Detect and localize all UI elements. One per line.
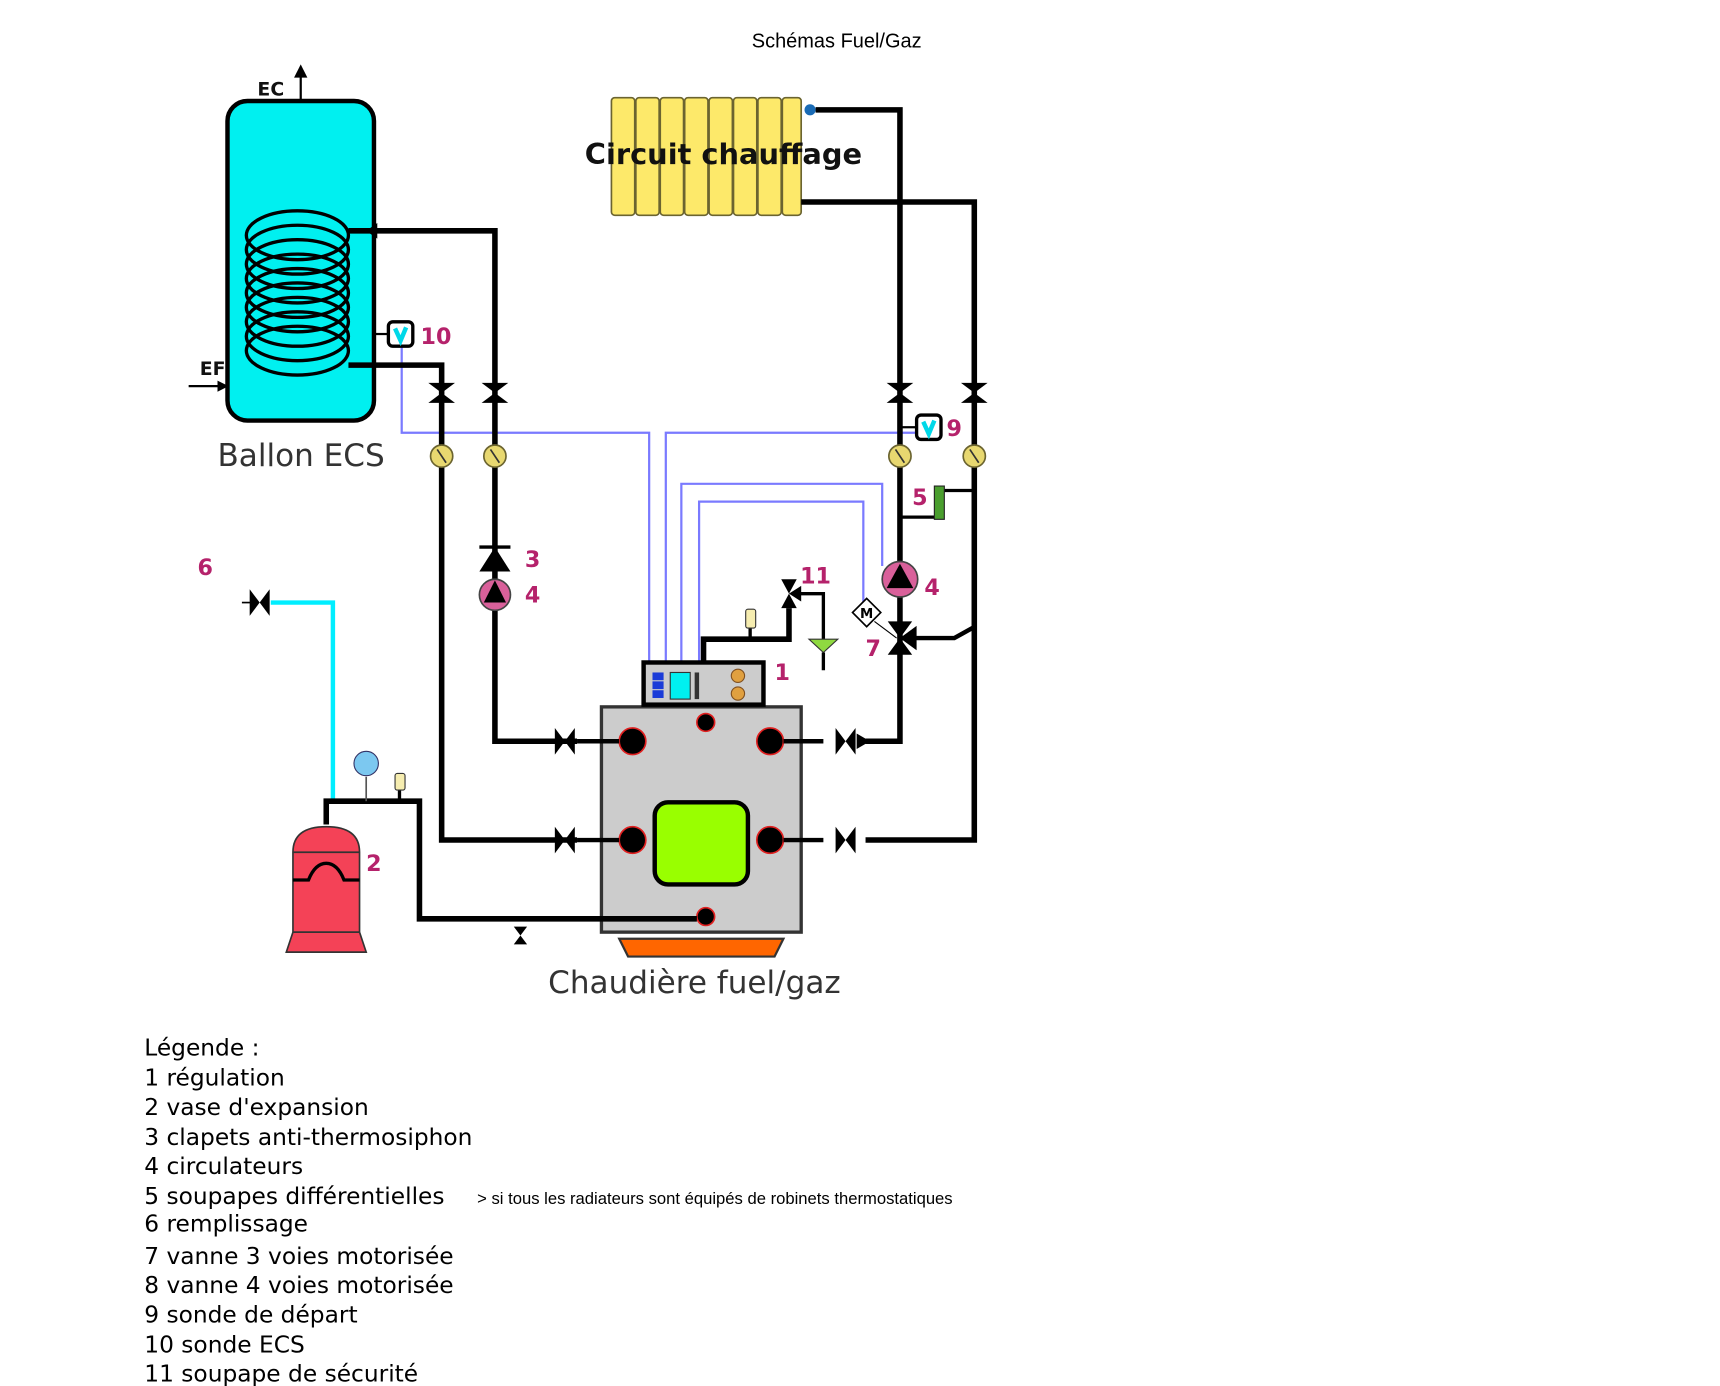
pump-icon <box>881 560 919 598</box>
legend-item: 2 vase d'expansion <box>144 1094 369 1121</box>
coil-icon <box>244 209 351 377</box>
legend-heading: Légende : <box>144 1034 259 1061</box>
ec-label: EC <box>257 78 284 100</box>
svg-text:M: M <box>860 607 873 622</box>
callout-11: 11 <box>800 564 831 590</box>
legend-note-5: > si tous les radiateurs sont équipés de… <box>477 1189 952 1208</box>
callout-3: 3 <box>525 547 540 573</box>
legend-item: 7 vanne 3 voies motorisée <box>144 1243 453 1270</box>
callout-9: 9 <box>947 416 962 442</box>
callout-5: 5 <box>912 485 927 511</box>
circuit-label: Circuit chauffage <box>585 137 862 171</box>
chaudiere-label: Chaudière fuel/gaz <box>548 965 841 1001</box>
regulation-panel: 1 <box>641 660 790 707</box>
radiator: Circuit chauffage <box>585 96 862 217</box>
ecs-pipes: 10 3 4 <box>348 223 578 843</box>
legend-item: 10 sonde ECS <box>144 1332 305 1359</box>
legend-item: 8 vanne 4 voies motorisée <box>144 1272 453 1299</box>
callout-7: 7 <box>866 636 881 662</box>
motor-icon: M <box>851 597 882 628</box>
three-way-valve-icon <box>887 621 976 655</box>
legend-item: 11 soupape de sécurité <box>144 1361 418 1386</box>
callout-2: 2 <box>366 851 381 877</box>
page-title: Schémas Fuel/Gaz <box>752 31 922 53</box>
legend-item: 9 sonde de départ <box>144 1302 357 1329</box>
boiler: Chaudière fuel/gaz <box>548 705 856 1001</box>
expansion-vessel: 2 <box>285 750 697 953</box>
sensor-wires <box>400 347 922 664</box>
callout-6: 6 <box>198 555 213 581</box>
legend-item: 3 clapets anti-thermosiphon <box>144 1124 472 1151</box>
pump-icon <box>478 578 512 612</box>
callout-4b: 4 <box>924 575 939 601</box>
safety-valve: 11 <box>700 564 840 671</box>
callout-4: 4 <box>525 583 540 609</box>
ef-label: EF <box>200 358 226 380</box>
legend-item: 1 régulation <box>144 1064 285 1091</box>
heating-pipes: 9 5 4 M 7 <box>801 107 988 843</box>
callout-1: 1 <box>775 660 790 686</box>
check-valve-icon <box>479 545 511 572</box>
filling-line: 6 <box>198 555 336 799</box>
callout-10: 10 <box>421 324 452 350</box>
legend-item: 4 circulateurs <box>144 1153 303 1180</box>
legend-item: 6 remplissage <box>144 1211 308 1238</box>
ballon-label: Ballon ECS <box>217 438 384 474</box>
legend: Légende : 1 régulation 2 vase d'expansio… <box>144 1034 952 1386</box>
legend-item: 5 soupapes différentielles <box>144 1183 444 1210</box>
hot-water-tank: EC EF Ballon ECS <box>188 64 385 474</box>
